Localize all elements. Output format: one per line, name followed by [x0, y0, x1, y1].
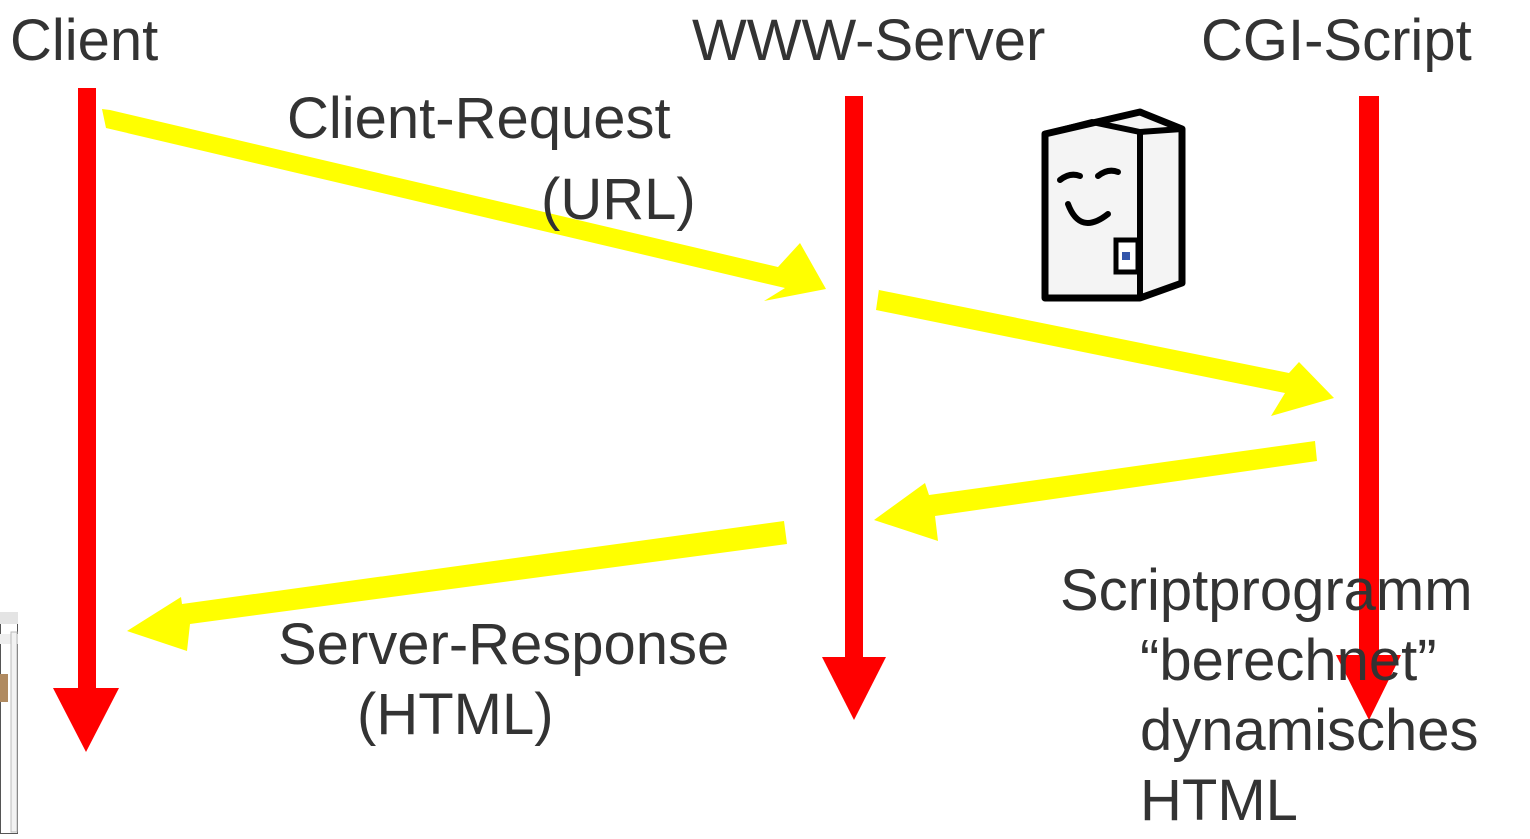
response-arrow-server-to-client: [127, 521, 787, 651]
script-note-line-2: “berechnet”: [1140, 628, 1437, 693]
request-arrow-server-to-script: [876, 289, 1334, 416]
request-detail-label: (URL): [541, 167, 696, 232]
participant-script-label: CGI-Script: [1201, 8, 1472, 73]
response-detail-label: (HTML): [357, 682, 554, 747]
browser-window-thumbnail-icon: [0, 612, 18, 834]
response-label: Server-Response: [278, 612, 730, 677]
lifeline-server: [822, 96, 886, 720]
lifeline-script: [1336, 96, 1401, 720]
request-label: Client-Request: [287, 86, 671, 151]
participant-server-label: WWW-Server: [692, 8, 1046, 73]
participant-client-label: Client: [10, 8, 159, 73]
script-note-line-4: HTML: [1140, 768, 1298, 833]
request-arrow-client-to-server: [102, 109, 826, 301]
script-note-line-3: dynamisches: [1140, 698, 1479, 763]
response-arrow-script-to-server: [874, 441, 1317, 541]
smiling-server-icon: [1041, 108, 1186, 302]
script-note-line-1: Scriptprogramm: [1060, 558, 1473, 623]
lifeline-client: [53, 88, 119, 752]
